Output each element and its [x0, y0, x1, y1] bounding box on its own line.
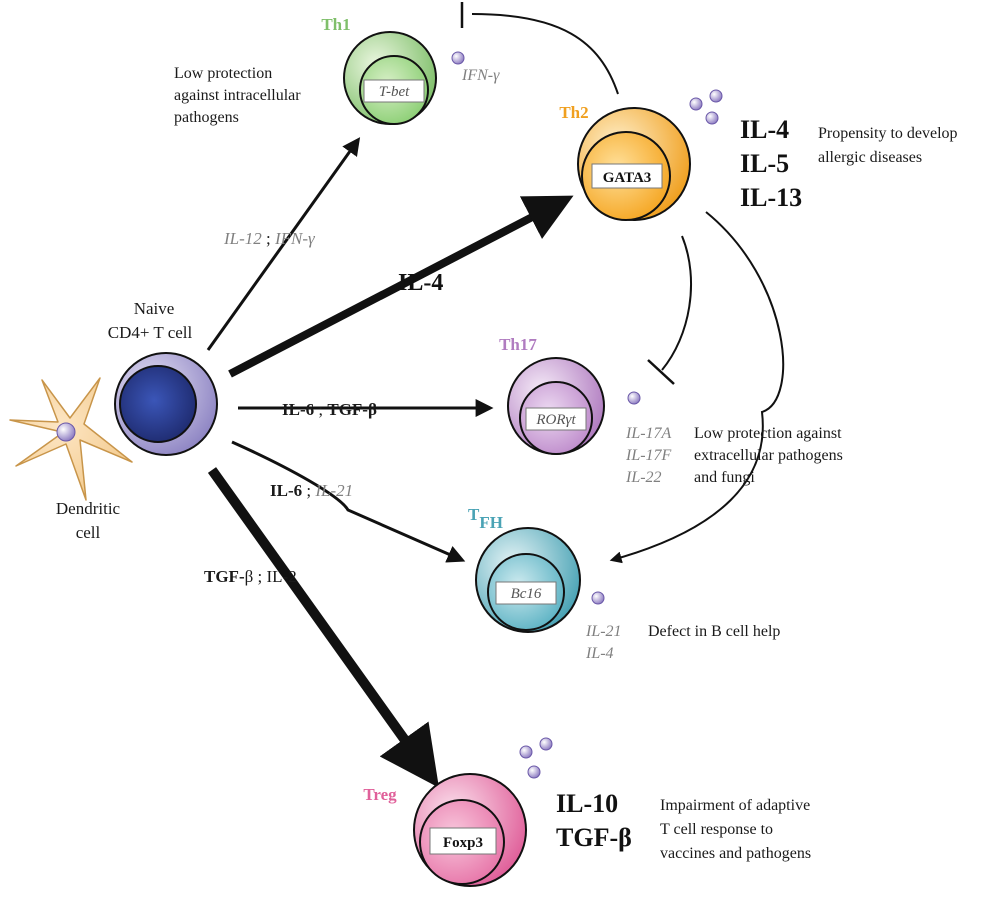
th17-note-line1: Low protection against — [694, 425, 842, 442]
th2-cell — [577, 107, 691, 221]
tfh-cell — [475, 527, 581, 633]
th2-cytokine-il4: IL-4 — [740, 115, 789, 144]
tfh-induction-il21: IL-21 — [314, 481, 353, 500]
th17-induction-sep: ; — [314, 400, 327, 419]
tfh-cytokine-dot — [591, 591, 605, 605]
th2-to-tfh-arrow — [609, 211, 785, 564]
th1-name: Th1 — [321, 15, 350, 34]
treg-induction-label: TGF-β ; IL-2 — [204, 567, 297, 586]
th17-cell — [507, 357, 605, 455]
th2-cytokine-dot-2 — [709, 89, 723, 103]
dendritic-cell — [9, 377, 133, 501]
th2-transcription-factor: GATA3 — [603, 170, 652, 186]
th17-induction-label: IL-6 ; TGF-β — [282, 400, 377, 419]
tfh-cytokine-il4: IL-4 — [585, 645, 614, 662]
th1-induction-label: IL-12 ; IFN-γ — [223, 229, 316, 248]
th1-transcription-factor: T-bet — [379, 84, 410, 100]
treg-note-line2: T cell response to — [660, 821, 773, 838]
treg-induction-tgf: TGF- — [204, 567, 245, 586]
th1-note-line3: pathogens — [174, 109, 239, 126]
treg-name: Treg — [363, 785, 397, 804]
th2-cytokine-dot-3 — [705, 111, 719, 125]
naive-cell-label-line2: CD4+ T cell — [108, 323, 193, 342]
th1-induction-ifng: IFN-γ — [274, 229, 316, 248]
th1-induction-sep: ; — [262, 229, 275, 248]
th17-induction-il6: IL-6 — [282, 400, 314, 419]
th17-cytokine-il17a: IL-17A — [625, 425, 672, 442]
tfh-induction-sep: ; — [302, 481, 315, 500]
arrow-to-treg — [207, 467, 439, 788]
treg-note-line1: Impairment of adaptive — [660, 797, 810, 814]
dendritic-cell-label-line2: cell — [76, 523, 101, 542]
treg-induction-sep: ; — [253, 567, 266, 586]
treg-cell — [413, 773, 527, 887]
th17-name: Th17 — [499, 335, 537, 354]
arrow-to-th1 — [206, 137, 361, 351]
th1-cytokine: IFN-γ — [461, 67, 500, 84]
th2-inhibits-th17-bar — [647, 359, 675, 385]
treg-cytokine-dot-1 — [519, 745, 533, 759]
th17-induction-tgfb: TGF-β — [327, 400, 377, 419]
th1-note-line2: against intracellular — [174, 87, 301, 104]
tfh-note-line1: Defect in B cell help — [648, 623, 780, 640]
tfh-cytokine-il21: IL-21 — [585, 623, 622, 640]
th1-cytokine-dot — [451, 51, 465, 65]
th17-note-line2: extracellular pathogens — [694, 447, 843, 464]
th2-note-line2: allergic diseases — [818, 149, 922, 166]
tfh-transcription-factor: Bc16 — [511, 586, 542, 602]
naive-cell-label-line1: Naive — [134, 299, 175, 318]
treg-cytokine-dot-2 — [539, 737, 553, 751]
arrow-to-th2 — [228, 195, 574, 378]
th2-inhibits-th17-line — [661, 235, 692, 371]
th2-cytokine-il5: IL-5 — [740, 149, 789, 178]
tfh-induction-label: IL-6 ; IL-21 — [270, 481, 353, 500]
th17-cytokine-dot — [627, 391, 641, 405]
tfh-name-sub: FH — [479, 513, 503, 532]
th1-induction-il12: IL-12 — [223, 229, 262, 248]
treg-cytokine-dot-3 — [527, 765, 541, 779]
th2-inhibits-th1-line — [471, 13, 619, 95]
th17-cytokine-il22: IL-22 — [625, 469, 662, 486]
th1-note-line1: Low protection — [174, 65, 272, 82]
naive-t-cell — [114, 352, 218, 456]
treg-cytokine-il10: IL-10 — [556, 789, 618, 818]
tfh-induction-il6: IL-6 — [270, 481, 302, 500]
tfh-name: TFH — [468, 505, 503, 532]
tfh-name-main: T — [468, 505, 480, 524]
treg-transcription-factor: Foxp3 — [443, 835, 483, 851]
th2-name: Th2 — [559, 103, 588, 122]
th2-cytokine-dot-1 — [689, 97, 703, 111]
th2-note-line1: Propensity to develop — [818, 125, 958, 142]
th1-cell — [343, 31, 437, 125]
th17-transcription-factor: RORγt — [535, 412, 576, 428]
treg-note-line3: vaccines and pathogens — [660, 845, 811, 862]
th17-cytokine-il17f: IL-17F — [625, 447, 672, 464]
th2-cytokine-il13: IL-13 — [740, 183, 802, 212]
th2-induction-label: IL-4 — [398, 270, 443, 296]
th17-note-line3: and fungi — [694, 469, 755, 486]
arrow-to-tfh — [231, 440, 466, 563]
treg-induction-il2: IL-2 — [267, 567, 297, 586]
treg-cytokine-tgfb: TGF-β — [556, 823, 632, 852]
dendritic-cell-label-line1: Dendritic — [56, 499, 121, 518]
treg-induction-beta: β — [245, 567, 254, 586]
